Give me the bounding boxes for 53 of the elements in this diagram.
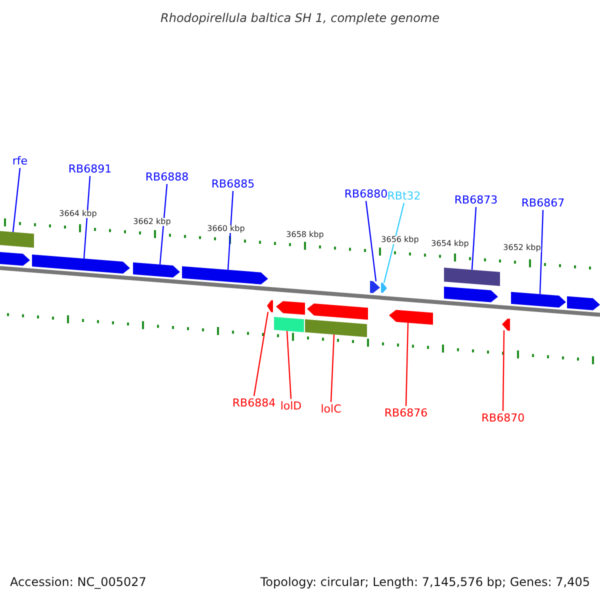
leader-line — [227, 190, 234, 270]
gene-label: lolC — [320, 404, 342, 414]
accession-text: Accession: NC_005027 — [10, 576, 146, 588]
leader-line — [365, 200, 377, 282]
scale-label: 3658 kbp — [286, 231, 324, 239]
gene-label: RB6870 — [481, 412, 525, 424]
leader-line — [286, 330, 292, 400]
leader-line — [539, 210, 544, 294]
leader-line — [159, 184, 168, 265]
gene-label: RB6876 — [384, 408, 428, 418]
gene-feature — [389, 310, 433, 325]
leader-line — [383, 202, 405, 284]
gene-label: RBt32 — [387, 190, 421, 202]
gene-feature — [307, 304, 368, 320]
scale-label: 3652 kbp — [503, 244, 541, 252]
gene-feature — [567, 296, 600, 310]
feature-block — [274, 316, 304, 332]
gene-label: RB6880 — [344, 188, 388, 200]
map-title: Rhodopirellula baltica SH 1, complete genome — [160, 12, 440, 24]
gene-label: RB6884 — [232, 398, 276, 408]
gene-label: RB6873 — [454, 194, 498, 206]
scale-label: 3664 kbp — [59, 210, 97, 218]
gene-feature — [32, 254, 130, 274]
leader-line — [83, 176, 91, 259]
feature-block — [305, 319, 367, 338]
scale-label: 3660 kbp — [207, 225, 245, 233]
gene-feature — [267, 300, 273, 312]
gene-feature — [502, 318, 510, 331]
gene-label: lolD — [280, 400, 302, 412]
gene-feature — [182, 266, 268, 284]
gene-feature — [511, 292, 566, 308]
leader-line — [502, 330, 505, 411]
scale-label: 3654 kbp — [431, 240, 469, 248]
gene-label: RB6867 — [521, 198, 565, 208]
gene-feature — [370, 280, 380, 294]
scale-label: 3656 kbp — [381, 236, 419, 244]
gene-label: rfe — [12, 156, 28, 166]
genome-summary: Topology: circular; Length: 7,145,576 bp; Genes: 7,405 — [260, 576, 590, 588]
gene-feature — [133, 262, 180, 278]
feature-block — [444, 268, 500, 286]
gene-feature — [276, 301, 305, 315]
leader-line — [12, 168, 21, 232]
feature-block — [0, 231, 34, 248]
leader-line — [471, 206, 477, 270]
gene-feature — [444, 286, 498, 302]
leader-line — [253, 312, 269, 396]
gene-label: RB6891 — [68, 164, 112, 174]
gene-label: RB6885 — [211, 178, 255, 190]
leader-line — [330, 334, 335, 402]
gene-label: RB6888 — [145, 172, 189, 182]
leader-line — [405, 322, 409, 406]
scale-label: 3662 kbp — [133, 218, 171, 226]
gene-feature — [0, 252, 30, 266]
